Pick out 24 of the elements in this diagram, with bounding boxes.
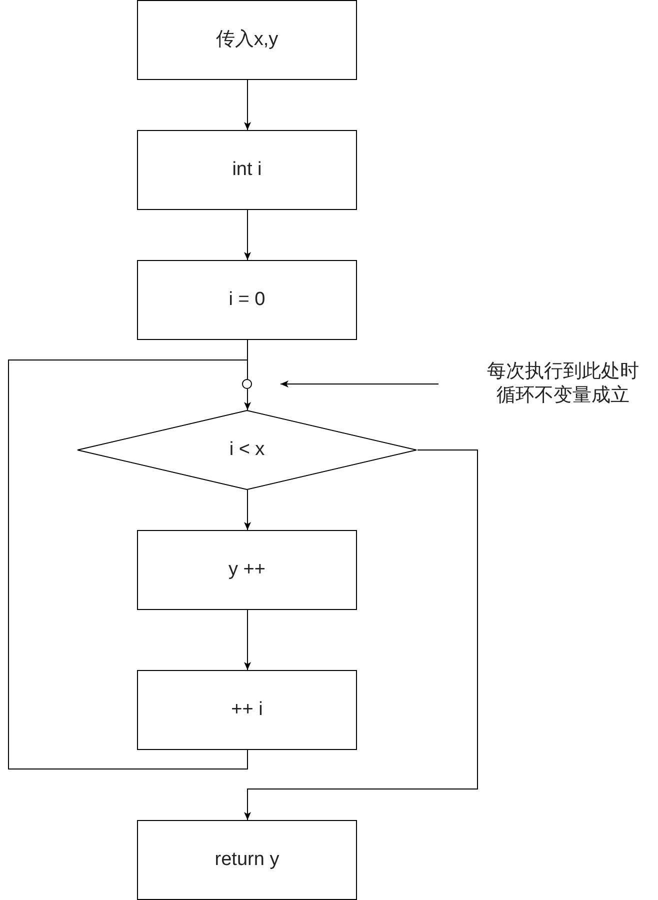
arrow bbox=[280, 380, 439, 388]
process-box bbox=[137, 0, 357, 80]
step-text: i = 0 bbox=[228, 288, 266, 312]
arrow bbox=[244, 490, 251, 530]
process-box bbox=[137, 670, 357, 750]
step-text: y ++ bbox=[228, 558, 266, 582]
arrow bbox=[244, 388, 251, 410]
step-text: ++ i bbox=[231, 698, 263, 722]
arrow bbox=[244, 80, 251, 130]
step-text: return y bbox=[214, 848, 280, 872]
process-box bbox=[137, 820, 357, 900]
annotation-text: 每次执行到此处时循环不变量成立 bbox=[486, 360, 640, 408]
step-text: 传入x,y bbox=[216, 28, 278, 52]
decision-diamond bbox=[77, 410, 417, 490]
arrow bbox=[244, 610, 251, 670]
process-box bbox=[137, 530, 357, 610]
process-box bbox=[137, 130, 357, 210]
step-text: int i bbox=[232, 158, 262, 182]
process-box bbox=[137, 260, 357, 340]
condition-text: i < x bbox=[229, 438, 265, 462]
arrow bbox=[244, 210, 251, 260]
connector-line bbox=[8, 360, 248, 770]
junction-circle bbox=[242, 379, 252, 389]
arrow bbox=[244, 450, 478, 820]
